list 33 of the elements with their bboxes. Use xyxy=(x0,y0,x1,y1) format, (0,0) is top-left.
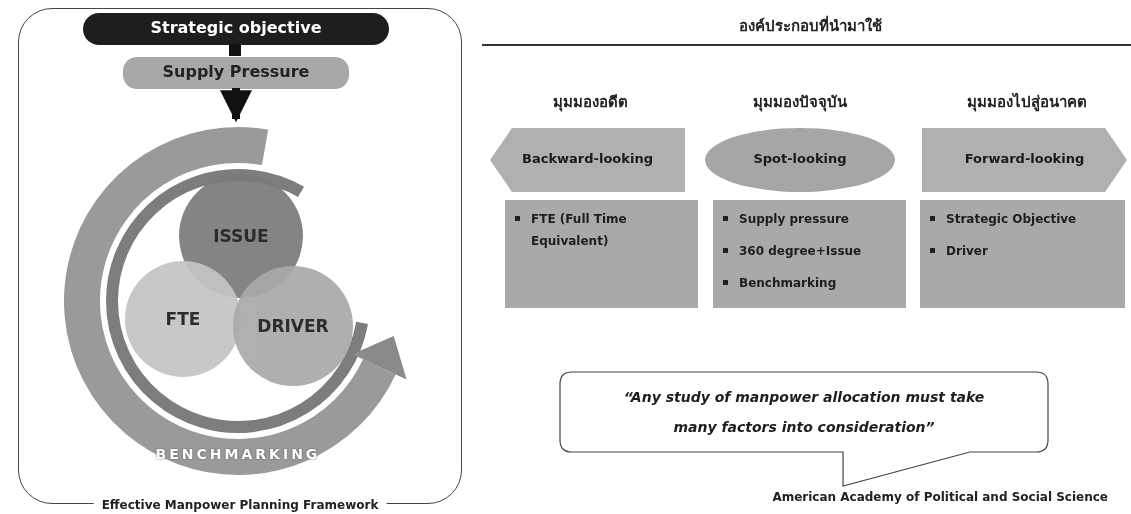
down-arrow xyxy=(220,88,252,123)
banner-label: Supply Pressure xyxy=(161,62,311,81)
view-ellipse xyxy=(705,128,895,192)
column-heading: มุมมองไปสู่อนาคต xyxy=(965,91,1088,114)
connector-stem xyxy=(229,44,241,56)
source-caption: American Academy of Political and Social Science xyxy=(772,490,1108,504)
bullet-panel xyxy=(713,200,906,308)
bullet-panel xyxy=(920,200,1125,308)
pressure-banner xyxy=(123,57,349,89)
view-label: Forward-looking xyxy=(963,151,1086,166)
panel-caption: Effective Manpower Planning Framework xyxy=(93,498,387,512)
bullet-text: Supply pressure xyxy=(739,212,849,226)
left-pointing-banner xyxy=(490,128,685,192)
bullet-text: Strategic Objective xyxy=(946,212,1077,226)
section-heading: องค์ประกอบที่นำมาใช้ xyxy=(738,14,883,37)
objective-banner xyxy=(83,13,389,45)
banner-label: Strategic objective xyxy=(149,18,323,37)
circle-label: FTE xyxy=(164,309,202,329)
quote-text: “Any study of manpower allocation must take many factors into consideration” xyxy=(622,388,986,437)
right-pointing-banner xyxy=(922,128,1127,192)
circle-label: DRIVER xyxy=(256,316,330,336)
view-label: Backward-looking xyxy=(521,151,654,166)
circle-label: ISSUE xyxy=(212,226,270,246)
bullet-text: Driver xyxy=(946,244,988,258)
bullet-panel xyxy=(505,200,698,308)
column-heading: มุมมองปัจจุบัน xyxy=(752,92,848,114)
venn-circle xyxy=(233,266,353,386)
bullet-text: 360 degree+Issue xyxy=(739,244,862,258)
view-label: Spot-looking xyxy=(752,151,848,166)
bullet-text: Benchmarking xyxy=(739,276,837,290)
ring-label: BENCHMARKING xyxy=(154,446,322,462)
column-heading: มุมมองอดีต xyxy=(551,92,629,114)
bullet-text: FTE (Full Time Equivalent) xyxy=(531,212,627,248)
